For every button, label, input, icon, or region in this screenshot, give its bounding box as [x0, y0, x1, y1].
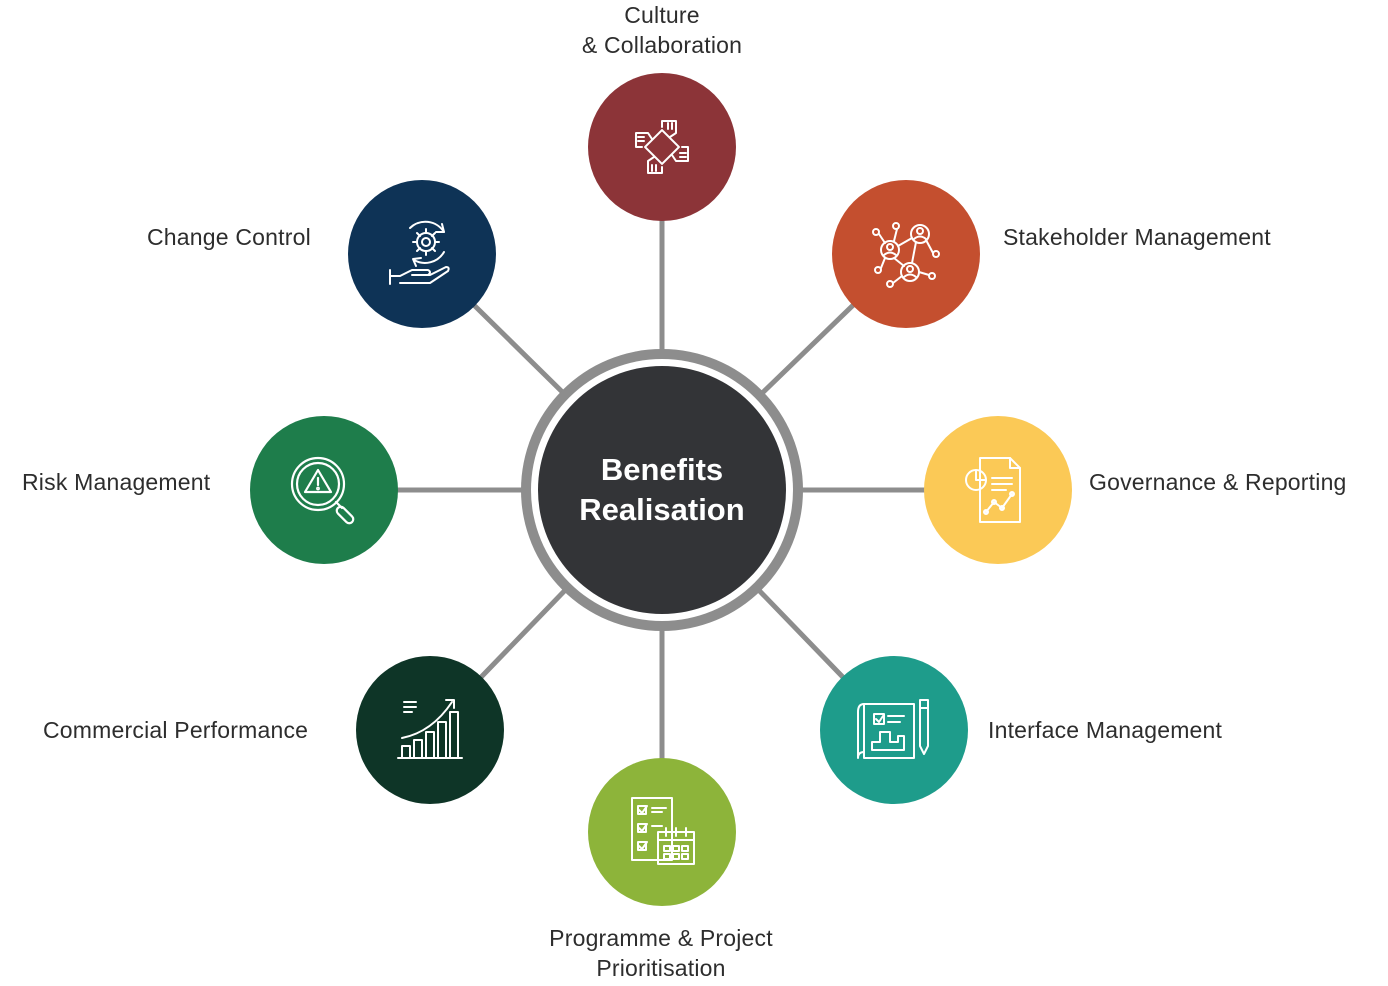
label-governance-line1: Governance & Reporting — [1089, 469, 1347, 495]
label-change: Change Control — [147, 222, 311, 252]
label-stakeholder-line1: Stakeholder Management — [1003, 224, 1271, 250]
node-commercial — [356, 656, 504, 804]
label-stakeholder: Stakeholder Management — [1003, 222, 1271, 252]
node-interface — [820, 656, 968, 804]
report-chart-icon — [965, 457, 1021, 523]
node-culture — [588, 73, 736, 221]
label-culture: Culture & Collaboration — [562, 0, 762, 60]
label-risk: Risk Management — [22, 467, 210, 497]
risk-search-icon — [290, 456, 355, 525]
label-programme: Programme & Project Prioritisation — [511, 923, 811, 983]
label-governance: Governance & Reporting — [1089, 467, 1347, 497]
center-title-line1: Benefits — [600, 452, 724, 487]
node-stakeholder — [832, 180, 980, 328]
label-programme-line2: Prioritisation — [596, 955, 726, 981]
node-governance — [924, 416, 1072, 564]
label-culture-line1: Culture — [624, 2, 700, 28]
center-title-line2: Realisation — [579, 492, 745, 527]
label-interface-line1: Interface Management — [988, 717, 1223, 743]
handshake-circle-icon — [635, 120, 689, 174]
checklist-calendar-icon — [631, 797, 695, 865]
growth-chart-icon — [397, 699, 463, 759]
label-programme-line1: Programme & Project — [549, 925, 773, 951]
label-risk-line1: Risk Management — [22, 469, 211, 495]
node-risk — [250, 416, 398, 564]
node-programme — [588, 758, 736, 906]
label-change-line1: Change Control — [147, 224, 311, 250]
blueprint-icon — [857, 699, 929, 759]
network-people-icon — [872, 222, 940, 288]
node-change — [348, 180, 496, 328]
label-culture-line2: & Collaboration — [581, 32, 743, 58]
label-commercial-line1: Commercial Performance — [43, 717, 309, 743]
label-commercial: Commercial Performance — [43, 715, 308, 745]
center-hub: Benefits Realisation — [538, 366, 786, 614]
gear-hand-icon — [389, 220, 450, 285]
label-interface: Interface Management — [988, 715, 1222, 745]
